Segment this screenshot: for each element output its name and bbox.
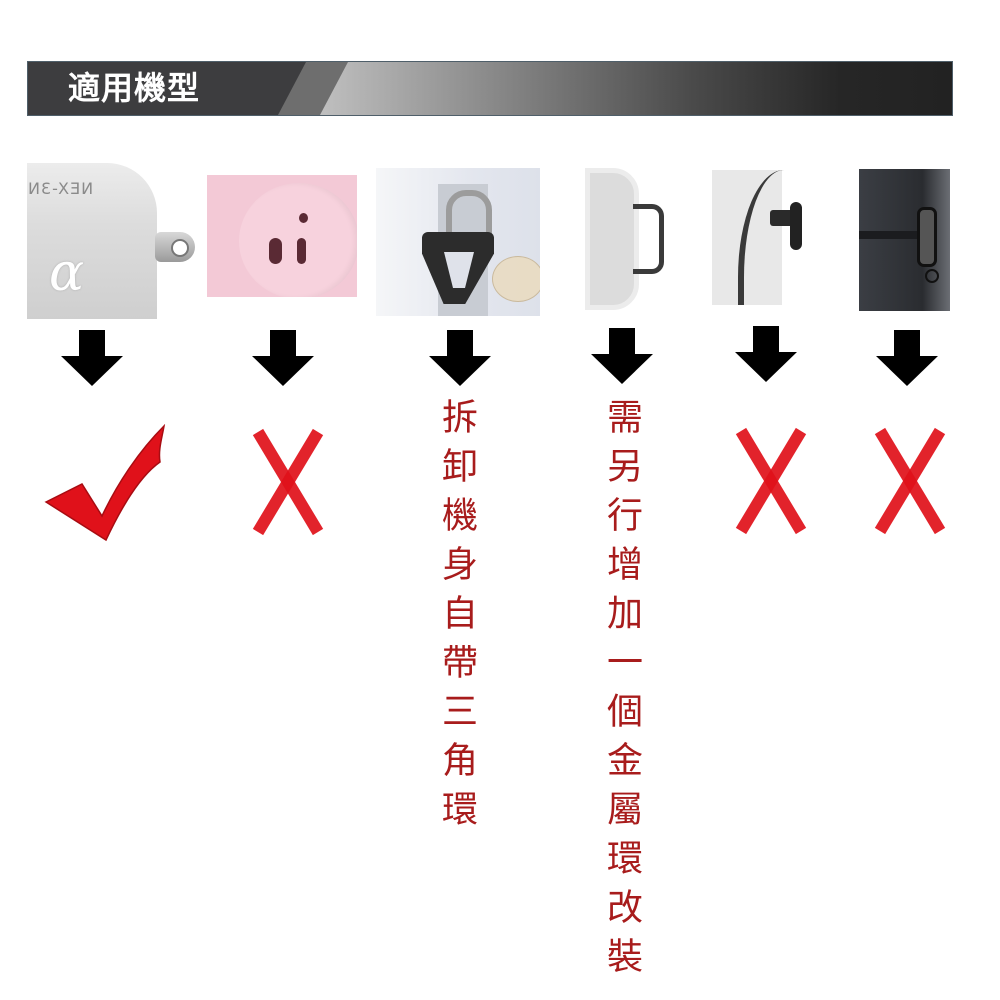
- strap-lug-icon: [155, 232, 195, 262]
- note-remove-triangle-ring: 拆卸機身自帶三角環: [436, 398, 477, 839]
- down-arrow-icon: [735, 326, 797, 382]
- camera-edge: [738, 170, 784, 305]
- strap-slot-icon: [917, 207, 937, 267]
- red-check-icon: [44, 424, 166, 542]
- red-x-icon: [252, 428, 324, 536]
- camera-body: [585, 168, 639, 310]
- screw-icon: [925, 269, 939, 283]
- red-x-icon: [874, 427, 946, 535]
- section-title: 適用機型: [68, 69, 201, 107]
- model-4-image: [585, 168, 667, 310]
- watermark-face-icon: [492, 256, 540, 302]
- model-2-image: [207, 175, 357, 297]
- hole: [297, 238, 306, 264]
- hole: [299, 213, 308, 223]
- model-5-image: [712, 170, 802, 305]
- alpha-logo: α: [49, 243, 85, 303]
- red-x-icon: [735, 427, 807, 535]
- stud-cap: [790, 202, 802, 250]
- section-header-banner: 適用機型: [27, 61, 953, 116]
- down-arrow-icon: [61, 330, 123, 386]
- model-6-image: [859, 169, 950, 311]
- down-arrow-icon: [876, 330, 938, 386]
- d-ring-loop-icon: [633, 204, 664, 274]
- model-1-image: NEX-3N α: [27, 163, 157, 319]
- down-arrow-icon: [591, 328, 653, 384]
- model-3-image: [376, 168, 540, 316]
- banner-dark-panel: [28, 62, 318, 115]
- down-arrow-icon: [252, 330, 314, 386]
- down-arrow-icon: [429, 330, 491, 386]
- note-add-metal-ring: 需另行增加一個金屬環改裝: [601, 398, 642, 986]
- hole: [269, 238, 282, 264]
- pink-dome: [239, 183, 357, 297]
- button-stud-icon: [770, 210, 794, 226]
- strap: [859, 231, 934, 239]
- model-1-label: NEX-3N: [27, 179, 94, 198]
